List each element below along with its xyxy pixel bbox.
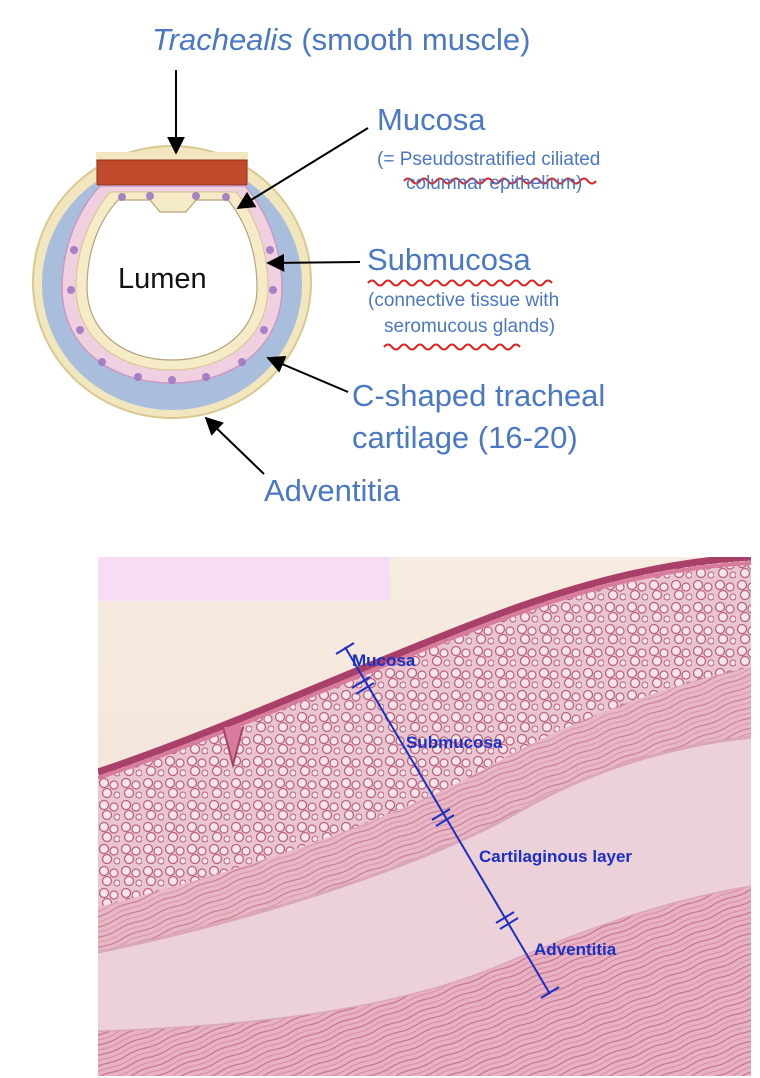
- layer-boundary-ticks: [335, 642, 560, 999]
- gland-dots: [67, 192, 277, 384]
- measurement-line: [344, 646, 551, 995]
- micrograph-image: [98, 557, 751, 1076]
- mucosa-note-2: columnar epithelium): [406, 173, 583, 194]
- lumen-space: [86, 199, 258, 361]
- mucosa-note-1: (= Pseudostratified ciliated: [377, 149, 601, 170]
- lumen-label: Lumen: [118, 263, 207, 295]
- histo-submucosa-label: Submucosa: [406, 733, 503, 752]
- spellcheck-underline-pseudostratified: [403, 177, 597, 185]
- histo-cartilage-label: Cartilaginous layer: [479, 847, 633, 866]
- submucosa-label: Submucosa: [367, 242, 531, 277]
- adventitia-arrow: [204, 416, 265, 475]
- cartilage-label-line-2: cartilage (16-20): [352, 420, 578, 455]
- trachealis-muscle: [96, 159, 248, 186]
- spellcheck-underline-submucosa: [367, 279, 553, 287]
- cartilage-arrow: [266, 356, 349, 393]
- trachealis-rest: (smooth muscle): [292, 22, 531, 57]
- cartilage-label-line-1: C-shaped tracheal: [352, 378, 606, 413]
- histology-micrograph: Mucosa Submucosa Cartilaginous layer Adv…: [98, 557, 751, 1076]
- histo-mucosa-label: Mucosa: [352, 651, 416, 670]
- adventitia-label: Adventitia: [264, 473, 401, 508]
- trachealis-label: Trachealis (smooth muscle): [152, 22, 530, 58]
- spellcheck-underline-seromucous: [383, 343, 521, 351]
- submucosa-note-1: (connective tissue with: [368, 290, 560, 311]
- trachealis-italic: Trachealis: [152, 22, 293, 57]
- trachea-cross-section-diagram: [32, 70, 597, 475]
- mucosa-label: Mucosa: [377, 102, 486, 137]
- submucosa-note-2: seromucous glands): [384, 316, 556, 337]
- submucosa-arrow: [266, 253, 361, 272]
- histo-adventitia-label: Adventitia: [534, 940, 617, 959]
- mucosa-arrow: [236, 127, 369, 209]
